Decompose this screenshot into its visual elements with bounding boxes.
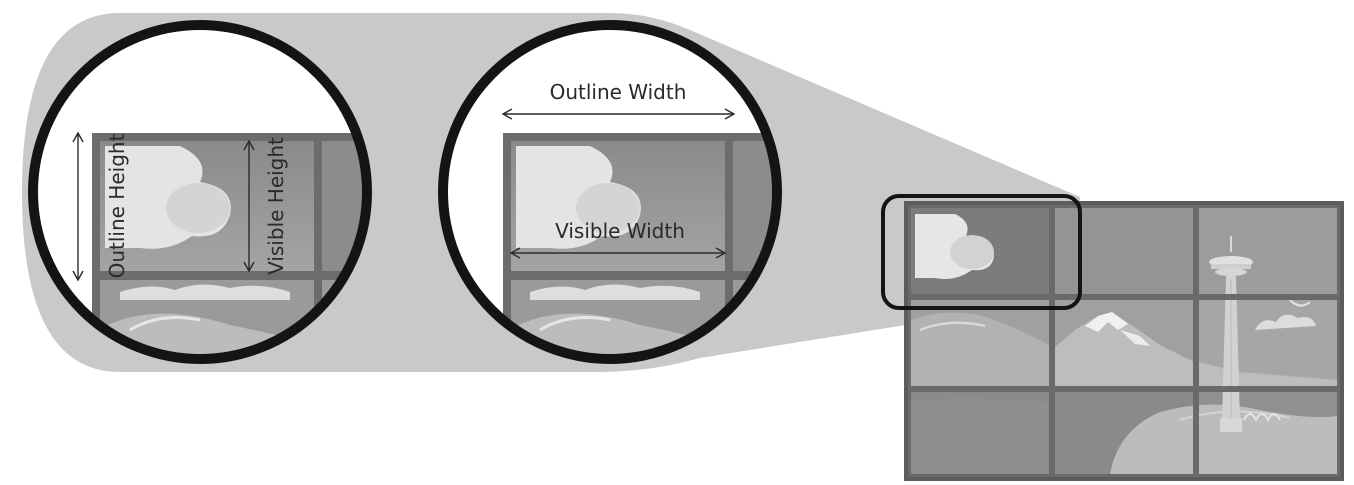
tower [1209, 236, 1253, 420]
visible-width-label: Visible Width [555, 219, 685, 243]
visible-height-label: Visible Height [264, 137, 288, 275]
right-magnifier: Outline Width Visible Width [438, 20, 782, 364]
tile-r1-c2 [1055, 208, 1193, 294]
shore [1110, 404, 1337, 474]
magnified-region-outline [881, 194, 1082, 310]
mountain [1040, 312, 1337, 386]
video-wall [904, 201, 1344, 481]
tile-r1-c3 [1199, 208, 1337, 294]
left-magnifier: Outline Height Visible Height [28, 20, 372, 364]
outline-width-label: Outline Width [550, 80, 687, 104]
outline-height-label: Outline Height [105, 133, 129, 278]
